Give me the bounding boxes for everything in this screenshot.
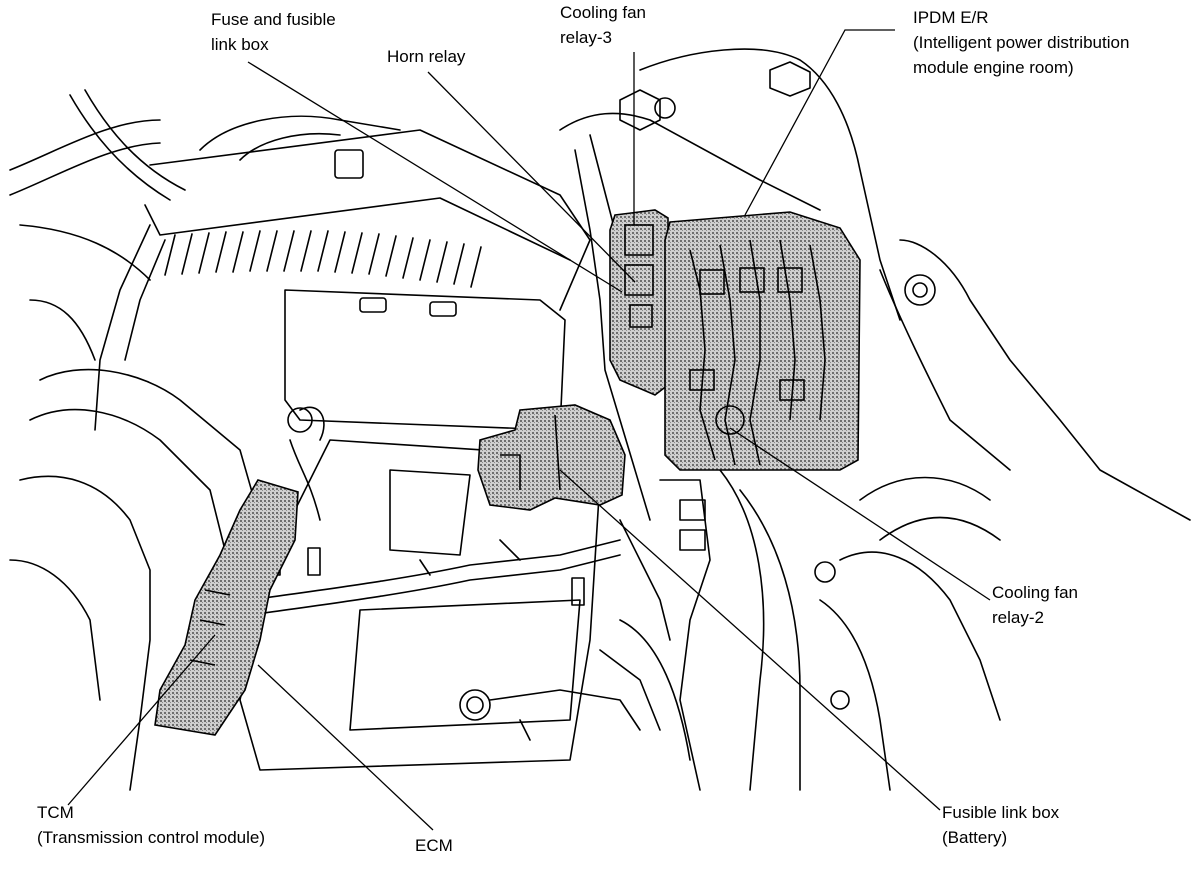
label-tcm: TCM (Transmission control module) [37, 800, 265, 850]
label-horn-relay-line1: Horn relay [387, 47, 466, 66]
leader-ecm [257, 664, 434, 831]
air-filter-ribs [164, 230, 482, 288]
leader-lines [67, 29, 991, 831]
leader-fusible-link-box [559, 469, 941, 811]
ipdm-er-box [664, 211, 861, 471]
label-flb-line2: (Battery) [942, 828, 1008, 847]
label-fuse-line1: Fuse and fusible [211, 10, 336, 29]
label-cooling-fan-relay-3: Cooling fan relay-3 [560, 0, 646, 50]
label-tcm-line1: TCM [37, 803, 74, 822]
label-ecm-line1: ECM [415, 836, 453, 855]
label-flb-line1: Fusible link box [942, 803, 1060, 822]
leader-tcm [67, 634, 216, 806]
label-cooling-fan-relay-2: Cooling fan relay-2 [992, 580, 1078, 630]
label-fuse-and-fusible-link-box: Fuse and fusible link box [211, 7, 336, 57]
label-ipdm-line2: (Intelligent power distribution [913, 33, 1130, 52]
label-tcm-line2: (Transmission control module) [37, 828, 265, 847]
label-cfr2-line2: relay-2 [992, 608, 1044, 627]
label-horn-relay: Horn relay [387, 44, 465, 69]
leader-horn-relay [427, 71, 636, 283]
label-ipdm-line1: IPDM E/R [913, 8, 989, 27]
label-cfr3-line2: relay-3 [560, 28, 612, 47]
engine-background-sketch [9, 48, 1191, 791]
label-cfr2-line1: Cooling fan [992, 583, 1079, 602]
leader-fuse-box [247, 61, 623, 293]
fusible-link-box-battery [477, 404, 626, 511]
label-ipdm-line3: module engine room) [913, 58, 1074, 77]
label-fusible-link-box: Fusible link box (Battery) [942, 800, 1059, 850]
leader-cooling-fan-relay-2 [729, 427, 991, 601]
label-fuse-line2: link box [211, 35, 269, 54]
tcm-module [154, 479, 299, 736]
leader-ipdm [744, 29, 895, 216]
label-cfr3-line1: Cooling fan [560, 3, 647, 22]
cooling-fan-relay-block [609, 209, 669, 396]
label-ipdm-er: IPDM E/R (Intelligent power distribution… [913, 5, 1129, 80]
label-ecm: ECM [415, 833, 453, 858]
